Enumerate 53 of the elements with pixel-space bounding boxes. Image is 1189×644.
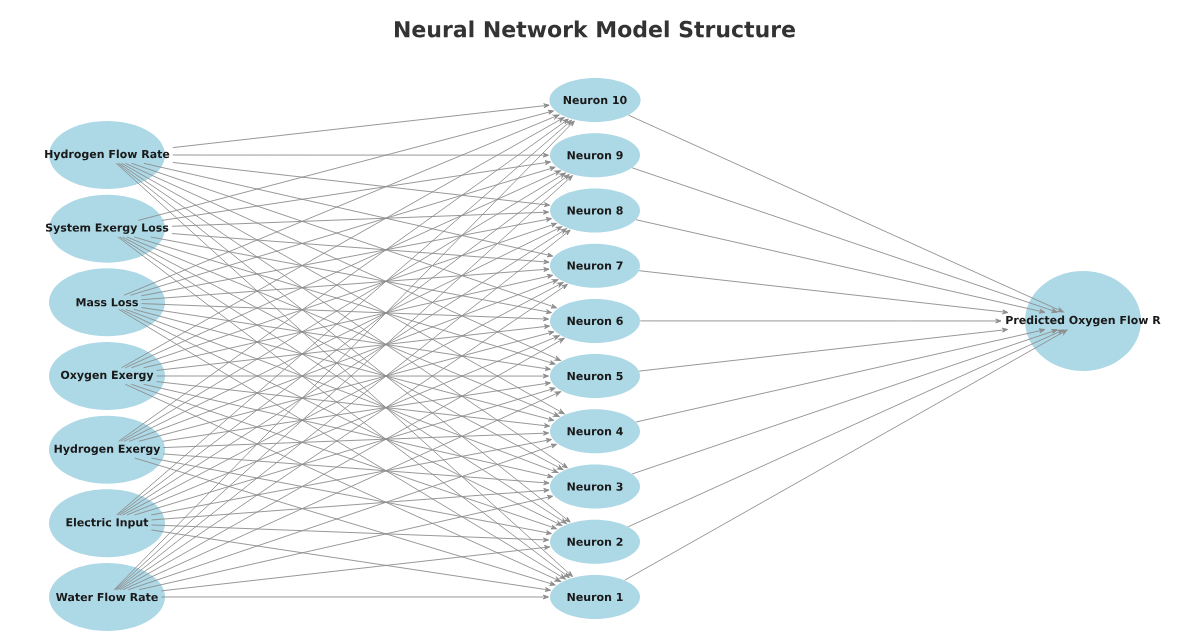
arrow <box>123 114 560 296</box>
arrow <box>120 308 563 526</box>
arrow <box>151 524 550 543</box>
arrow <box>123 226 563 442</box>
arrow <box>156 324 551 371</box>
arrow <box>638 270 1009 315</box>
arrow <box>162 381 551 442</box>
arrow <box>172 103 550 149</box>
arrow <box>151 488 550 521</box>
arrow <box>172 162 551 208</box>
arrow <box>624 329 1068 581</box>
arrow <box>138 494 554 591</box>
arrow <box>118 118 569 442</box>
arrow <box>150 236 552 315</box>
arrow <box>125 308 559 474</box>
arrow <box>126 335 560 516</box>
arrow <box>143 162 554 258</box>
arrow <box>143 383 554 479</box>
arrow <box>141 267 550 301</box>
arrow <box>172 152 549 158</box>
arrow <box>143 274 554 369</box>
arrow <box>161 160 551 221</box>
arrow <box>639 318 1002 324</box>
arrow <box>137 109 554 221</box>
arrow <box>122 236 564 471</box>
arrow <box>156 373 549 379</box>
arrow <box>638 327 1009 372</box>
arrow <box>122 282 564 516</box>
arrow <box>126 236 560 417</box>
arrow <box>162 430 550 448</box>
arrow <box>627 329 1064 528</box>
title: Neural Network Model Structure <box>395 20 795 38</box>
arrow <box>631 167 1058 313</box>
arrow <box>635 328 1046 423</box>
arrow <box>160 594 549 600</box>
arrow <box>138 330 555 442</box>
arrow <box>141 307 551 371</box>
arrow <box>141 217 552 297</box>
arrow <box>133 308 555 422</box>
arrow <box>151 529 551 592</box>
arrow <box>121 117 565 369</box>
arrow <box>128 279 559 442</box>
arrow <box>171 233 550 265</box>
arrow <box>150 438 552 516</box>
arrow <box>171 209 550 227</box>
arrow <box>631 329 1058 475</box>
arrow <box>141 303 550 322</box>
arrow <box>160 545 551 592</box>
arrow <box>628 114 1064 313</box>
arrow <box>156 381 551 428</box>
arrow <box>162 453 550 486</box>
arrow <box>635 219 1046 314</box>
arrow <box>150 457 552 535</box>
